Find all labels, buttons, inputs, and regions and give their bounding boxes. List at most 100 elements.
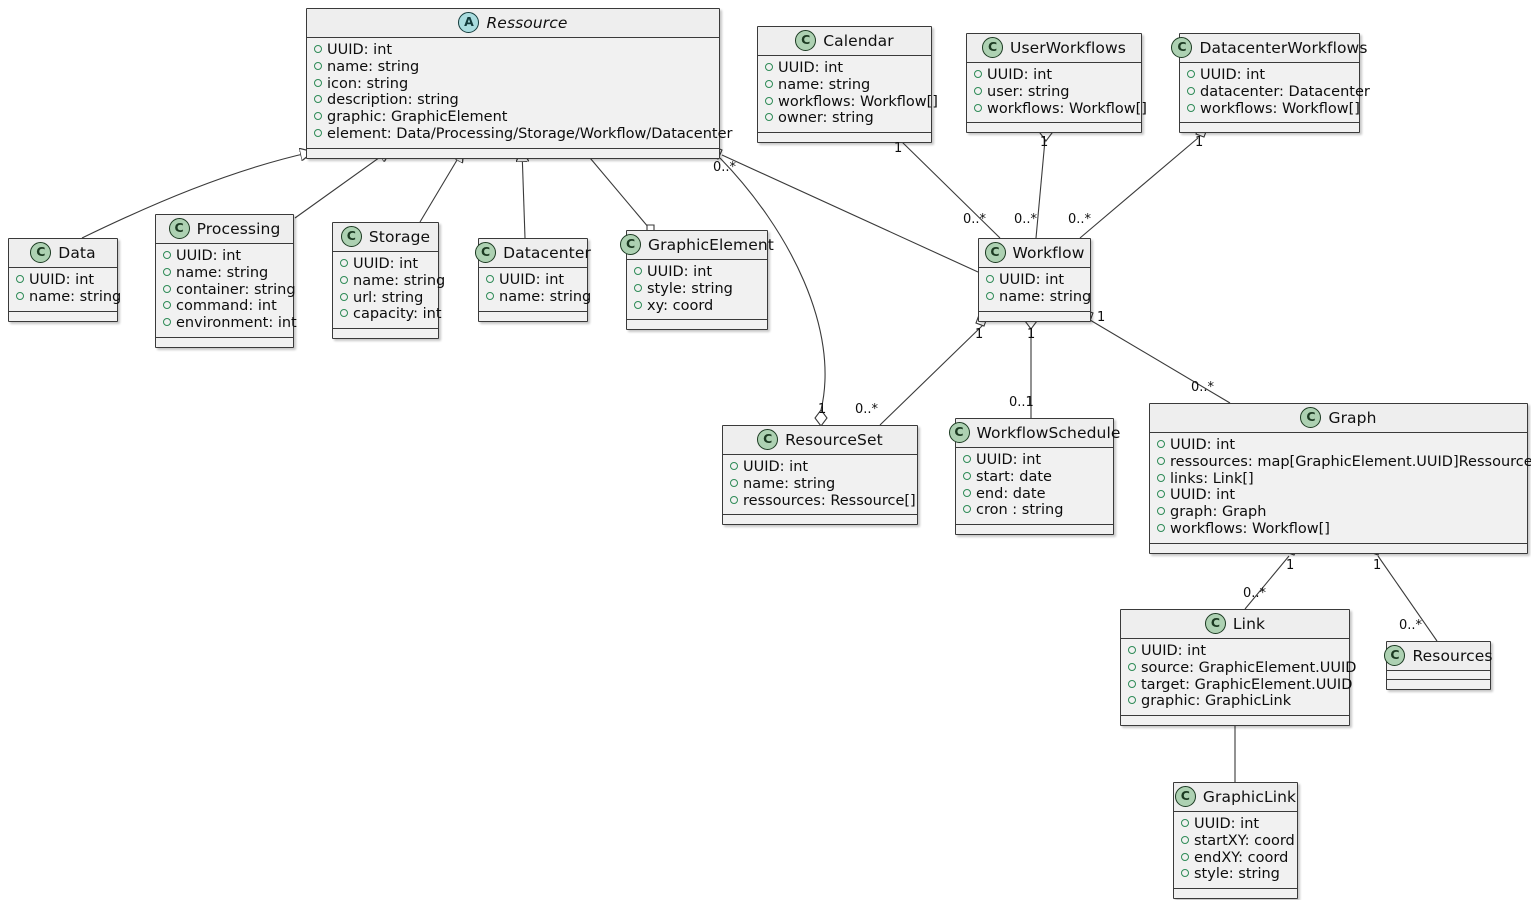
multiplicity-label: 1 — [1097, 310, 1106, 325]
attribute-row: UUID: int — [486, 272, 580, 289]
visibility-package-icon — [1181, 819, 1189, 827]
visibility-package-icon — [1157, 490, 1165, 499]
visibility-package-icon — [1128, 646, 1136, 654]
attribute-row: UUID: int — [963, 452, 1106, 469]
visibility-package-icon — [1157, 473, 1165, 482]
visibility-package-icon — [634, 283, 642, 292]
attribute-label: container: string — [176, 281, 296, 298]
attribute-label: UUID: int — [499, 272, 565, 288]
visibility-package-icon — [1181, 869, 1189, 878]
visibility-package-icon — [765, 113, 773, 122]
class-title-datacenter: Datacenter — [503, 243, 591, 262]
class-icon: C — [757, 429, 779, 450]
attribute-label: user: string — [987, 83, 1070, 100]
attribute-label: ressources: map[GraphicElement.UUID]Ress… — [1170, 453, 1531, 470]
attribute-label: endXY: coord — [1194, 849, 1289, 866]
visibility-package-icon — [730, 462, 738, 470]
attribute-label: name: string — [778, 76, 871, 93]
attribute-label: xy: coord — [647, 297, 714, 314]
attribute-label: UUID: int — [1170, 437, 1236, 453]
attribute-row: startXY: coord — [1181, 833, 1295, 850]
class-title-link: Link — [1232, 614, 1266, 633]
attribute-label: name: string — [499, 288, 592, 305]
multiplicity-label: 0..* — [963, 212, 987, 227]
multiplicity-label: 0..* — [1243, 586, 1267, 601]
edge-ressource-graphicelement — [584, 151, 650, 229]
class-title-processing: Processing — [196, 219, 281, 238]
visibility-package-icon — [974, 103, 982, 112]
attribute-label: UUID: int — [29, 272, 95, 288]
class-methods-data — [9, 311, 117, 321]
class-methods-resources — [1387, 680, 1490, 689]
class-icon: C — [795, 30, 817, 51]
attribute-label: UUID: int — [353, 256, 419, 272]
attribute-label: capacity: int — [353, 306, 442, 323]
multiplicity-label: 0..* — [855, 402, 879, 417]
attribute-row: endXY: coord — [1181, 850, 1290, 867]
class-icon: C — [475, 242, 497, 263]
attribute-label: UUID: int — [976, 452, 1042, 468]
visibility-package-icon — [963, 488, 971, 497]
edge-userworkflows-workflow — [1035, 139, 1046, 239]
class-title-data: Data — [58, 243, 96, 262]
class-title-storage: Storage — [368, 227, 431, 246]
attribute-label: start: date — [976, 468, 1052, 485]
attribute-row: UUID: int — [1181, 816, 1290, 833]
attribute-label: datacenter: Datacenter — [1200, 83, 1370, 100]
attribute-row: end: date — [963, 486, 1106, 503]
class-icon: C — [984, 242, 1006, 263]
class-icon: C — [340, 226, 362, 247]
multiplicity-label: 1 — [1195, 135, 1204, 150]
class-title-resources: Resources — [1412, 646, 1493, 665]
visibility-package-icon — [163, 267, 171, 276]
visibility-package-icon — [486, 291, 494, 300]
attribute-row: target: GraphicElement.UUID — [1128, 677, 1352, 694]
class-title-workflowschedule: WorkflowSchedule — [976, 423, 1121, 442]
attribute-row: url: string — [340, 290, 431, 307]
attribute-row: UUID: int — [1157, 487, 1520, 504]
attribute-row: links: Link[] — [1157, 471, 1520, 488]
visibility-package-icon — [16, 291, 24, 300]
visibility-package-icon — [486, 275, 494, 283]
visibility-package-icon — [340, 309, 348, 318]
attribute-row: graph: Graph — [1157, 504, 1520, 521]
attribute-row: description: string — [314, 92, 712, 109]
attribute-label: url: string — [353, 289, 424, 306]
class-header-datacenter: C Datacenter — [475, 239, 591, 268]
class-methods-storage — [333, 329, 438, 339]
class-icon: C — [1300, 407, 1322, 428]
attribute-row: command: int — [163, 298, 286, 315]
attribute-label: end: date — [976, 485, 1046, 502]
class-icon: C — [1171, 37, 1193, 58]
visibility-package-icon — [634, 267, 642, 275]
class-icon: C — [1174, 786, 1196, 807]
attribute-row: name: string — [16, 289, 121, 306]
multiplicity-label: 1 — [894, 141, 903, 156]
class-methods-workflowschedule — [956, 525, 1113, 535]
